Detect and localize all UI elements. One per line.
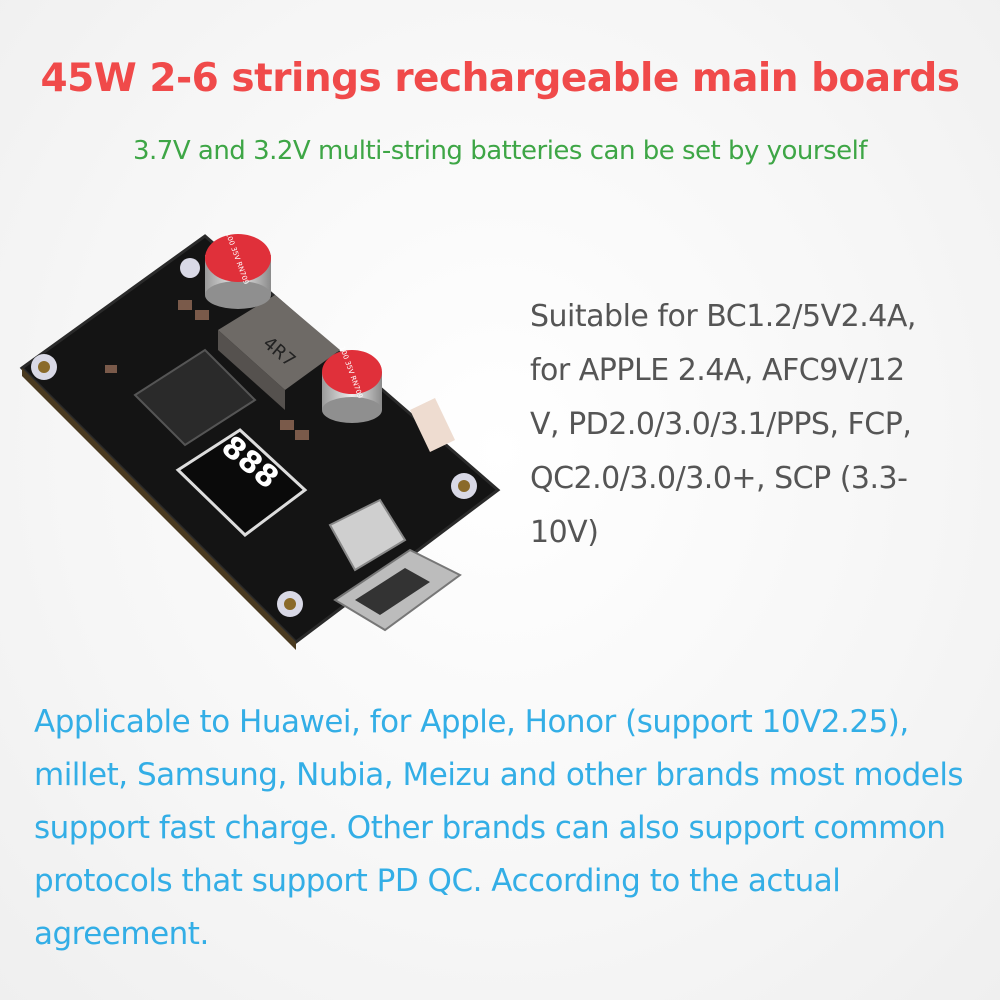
usb-a-port-opening	[355, 568, 430, 615]
pcb-edge	[22, 368, 296, 650]
usb-c-port	[328, 498, 407, 572]
supported-protocols-text: Suitable for BC1.2/5V2.4A, for APPLE 2.4…	[530, 299, 916, 550]
compatibility-text: Applicable to Huawei, for Apple, Honor (…	[34, 704, 964, 952]
mounting-hole-centers	[38, 361, 470, 610]
led-display	[175, 428, 308, 537]
smd-components	[105, 300, 309, 440]
inductor	[218, 295, 340, 390]
jst-connector	[410, 398, 455, 452]
capacitor-1: 100 35V RN709	[205, 231, 271, 309]
inductor-side	[218, 330, 285, 410]
capacitor-2: 100 35V RN709	[322, 345, 382, 423]
charging-board-image: 4R7 100 35V RN709 100 35V RN709 888	[19, 231, 501, 650]
page-subtitle: 3.7V and 3.2V multi-string batteries can…	[132, 136, 868, 166]
ic-chip	[133, 348, 257, 447]
page-title: 45W 2-6 strings rechargeable main boards	[40, 56, 960, 101]
